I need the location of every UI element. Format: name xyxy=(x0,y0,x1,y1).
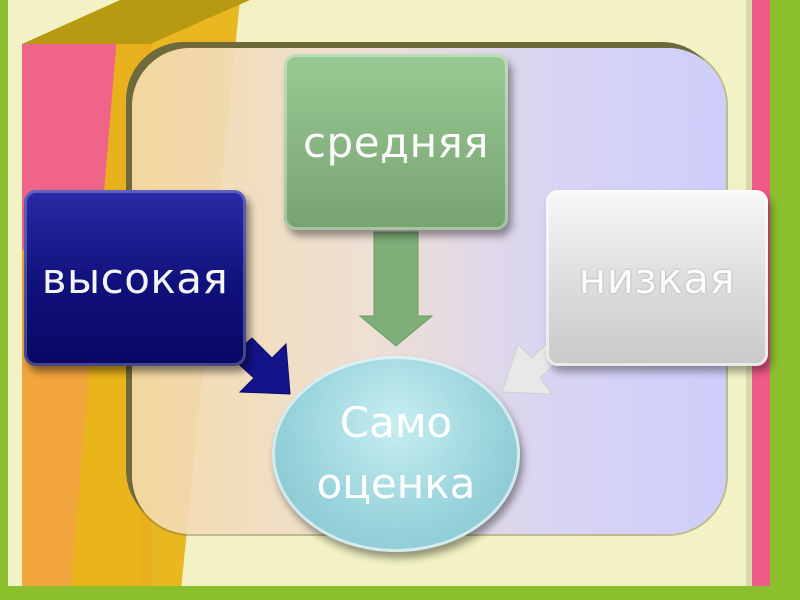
node-high: высокая xyxy=(24,190,246,366)
olive-top xyxy=(22,0,250,44)
green-right-border xyxy=(770,0,800,600)
green-left-border xyxy=(0,0,8,600)
node-center-line1: Само xyxy=(339,398,453,448)
node-low: низкая xyxy=(546,190,768,366)
node-medium: средняя xyxy=(284,54,508,230)
green-bottom-border xyxy=(0,586,800,600)
node-high-label: высокая xyxy=(41,253,229,303)
node-low-label: низкая xyxy=(578,253,736,303)
node-center: Само оценка xyxy=(272,356,520,552)
node-center-line2: оценка xyxy=(316,459,476,508)
node-medium-label: средняя xyxy=(302,117,490,167)
